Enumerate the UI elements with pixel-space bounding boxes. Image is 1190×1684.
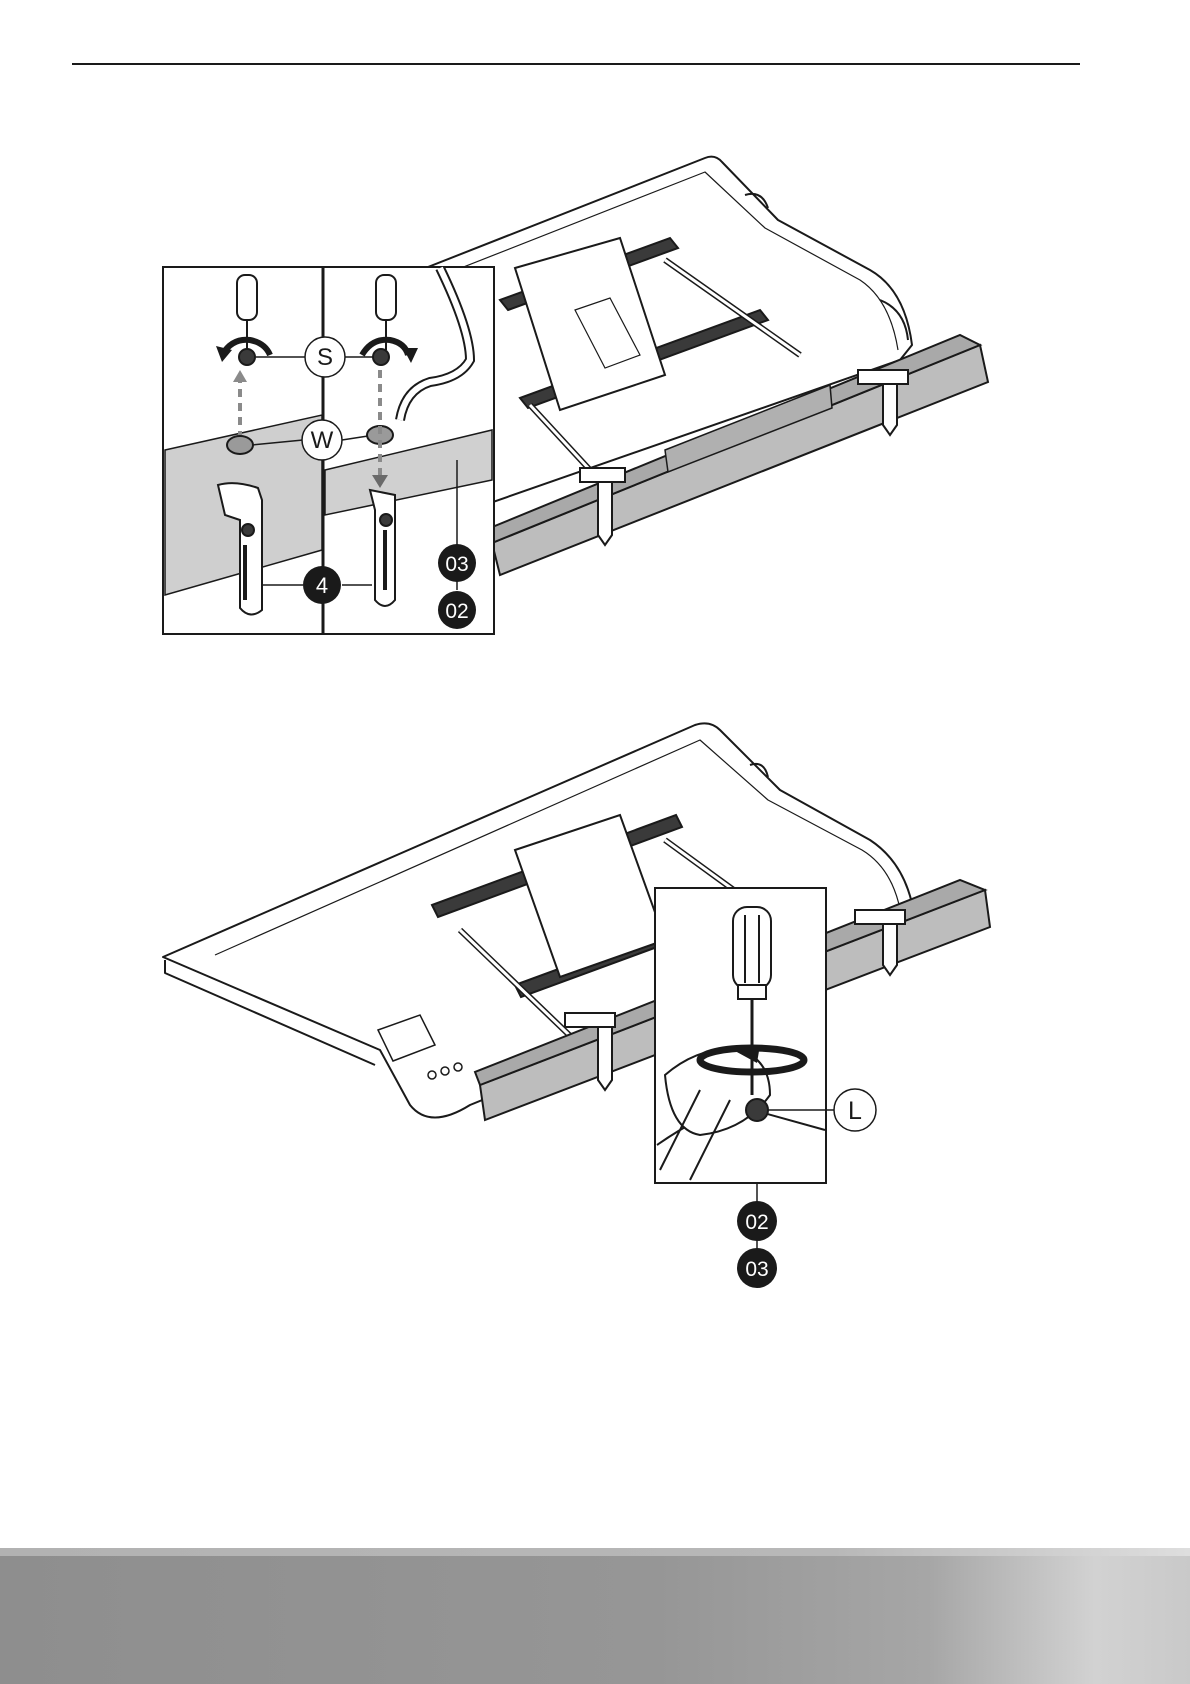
header-rule bbox=[72, 63, 1080, 65]
svg-text:4: 4 bbox=[316, 573, 328, 598]
figure-2-lock-screw: L 02 03 bbox=[0, 715, 1190, 1315]
lock-screw-icon bbox=[746, 1099, 768, 1121]
foot-clip-left bbox=[598, 1025, 612, 1090]
screw-icon bbox=[239, 349, 255, 365]
callout-4: 4 bbox=[303, 566, 341, 604]
screw-icon bbox=[373, 349, 389, 365]
svg-text:S: S bbox=[317, 344, 333, 371]
callout-w: W bbox=[302, 420, 342, 460]
callout-03: 03 bbox=[438, 544, 476, 582]
svg-text:W: W bbox=[311, 427, 334, 454]
washer-icon bbox=[227, 436, 253, 454]
foot-clip-right bbox=[883, 378, 897, 435]
svg-text:03: 03 bbox=[445, 553, 468, 576]
foot-clip-right bbox=[883, 920, 897, 975]
svg-text:02: 02 bbox=[445, 600, 468, 623]
foot-clip-left bbox=[598, 480, 612, 545]
callout-02: 02 bbox=[438, 591, 476, 629]
svg-text:03: 03 bbox=[745, 1258, 768, 1281]
footer-band bbox=[0, 1548, 1190, 1684]
callout-02: 02 bbox=[737, 1201, 777, 1241]
callout-l: L bbox=[834, 1089, 876, 1131]
figure-1-bracket-attachment: S W 4 03 02 bbox=[0, 150, 1190, 660]
svg-text:02: 02 bbox=[745, 1211, 768, 1234]
callout-s: S bbox=[305, 337, 345, 377]
svg-text:L: L bbox=[848, 1097, 862, 1125]
callout-03: 03 bbox=[737, 1248, 777, 1288]
